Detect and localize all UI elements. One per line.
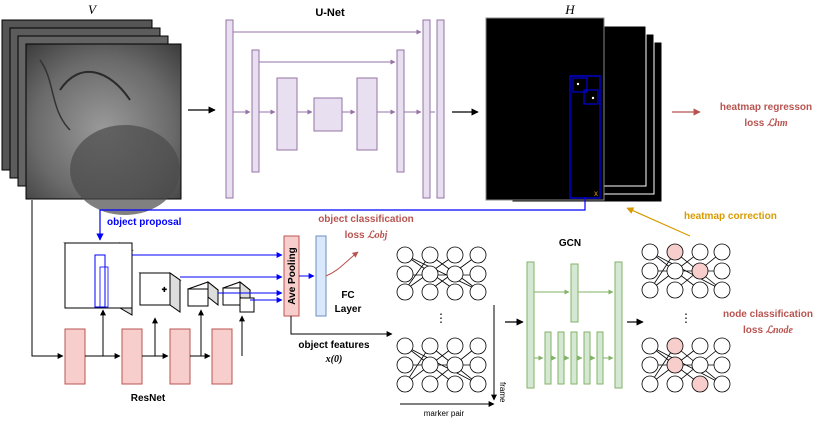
object-features-label: object features	[298, 340, 370, 351]
svg-text:+: +	[162, 285, 167, 294]
resnet-blocks	[64, 328, 233, 385]
unet-label: U-Net	[315, 7, 345, 19]
arrow-object-features	[290, 316, 393, 337]
node-classification-label: node classification	[723, 309, 813, 320]
gcn-connections	[534, 289, 614, 361]
node-graph-ellipsis-right: ⋮	[680, 311, 692, 325]
arrow-object-class-loss	[325, 251, 359, 277]
heatmap-correction-label: heatmap correction	[684, 211, 777, 222]
axis-frame-label: frame	[498, 382, 507, 403]
gcn-block	[526, 261, 623, 389]
axis-marker-pair-label: marker pair	[424, 409, 465, 418]
ave-pooling-label: Ave Pooling	[287, 247, 298, 304]
arrow-heatmap-correction	[626, 207, 691, 237]
node-graph-ellipsis-left: ⋮	[435, 311, 447, 325]
heatmap-loss-label: heatmap regresson	[720, 102, 812, 113]
heatmap-frame-stack: x	[485, 17, 663, 203]
video-frame-stack	[1, 19, 182, 215]
heatmap-marker-x: x	[594, 189, 598, 198]
unet-block	[225, 19, 445, 199]
video-input-label: V	[88, 2, 98, 17]
fc-layer-label: FC	[341, 290, 354, 301]
node-graph-input	[396, 246, 487, 393]
object-features-formula: x(0)	[325, 354, 343, 365]
unet-connections	[233, 29, 435, 115]
heatmap-output-label: H	[564, 2, 575, 17]
arrow-object-proposal	[96, 198, 586, 241]
pooling-input-arrows	[132, 252, 283, 303]
feature-map-stack: +	[63, 242, 255, 316]
node-classification-formula: loss ℒnode	[743, 325, 794, 336]
fc-layer-block	[315, 235, 327, 317]
node-graph-output	[641, 243, 731, 393]
object-proposal-label: object proposal	[107, 217, 182, 228]
object-classification-formula: loss ℒobj	[345, 230, 388, 241]
heatmap-loss-formula: loss ℒhm	[744, 118, 788, 129]
gcn-label: GCN	[559, 238, 581, 249]
fc-layer-label-2: Layer	[335, 304, 362, 315]
resnet-label: ResNet	[131, 393, 166, 404]
resnet-connections	[31, 200, 245, 359]
object-classification-label: object classification	[318, 214, 414, 225]
